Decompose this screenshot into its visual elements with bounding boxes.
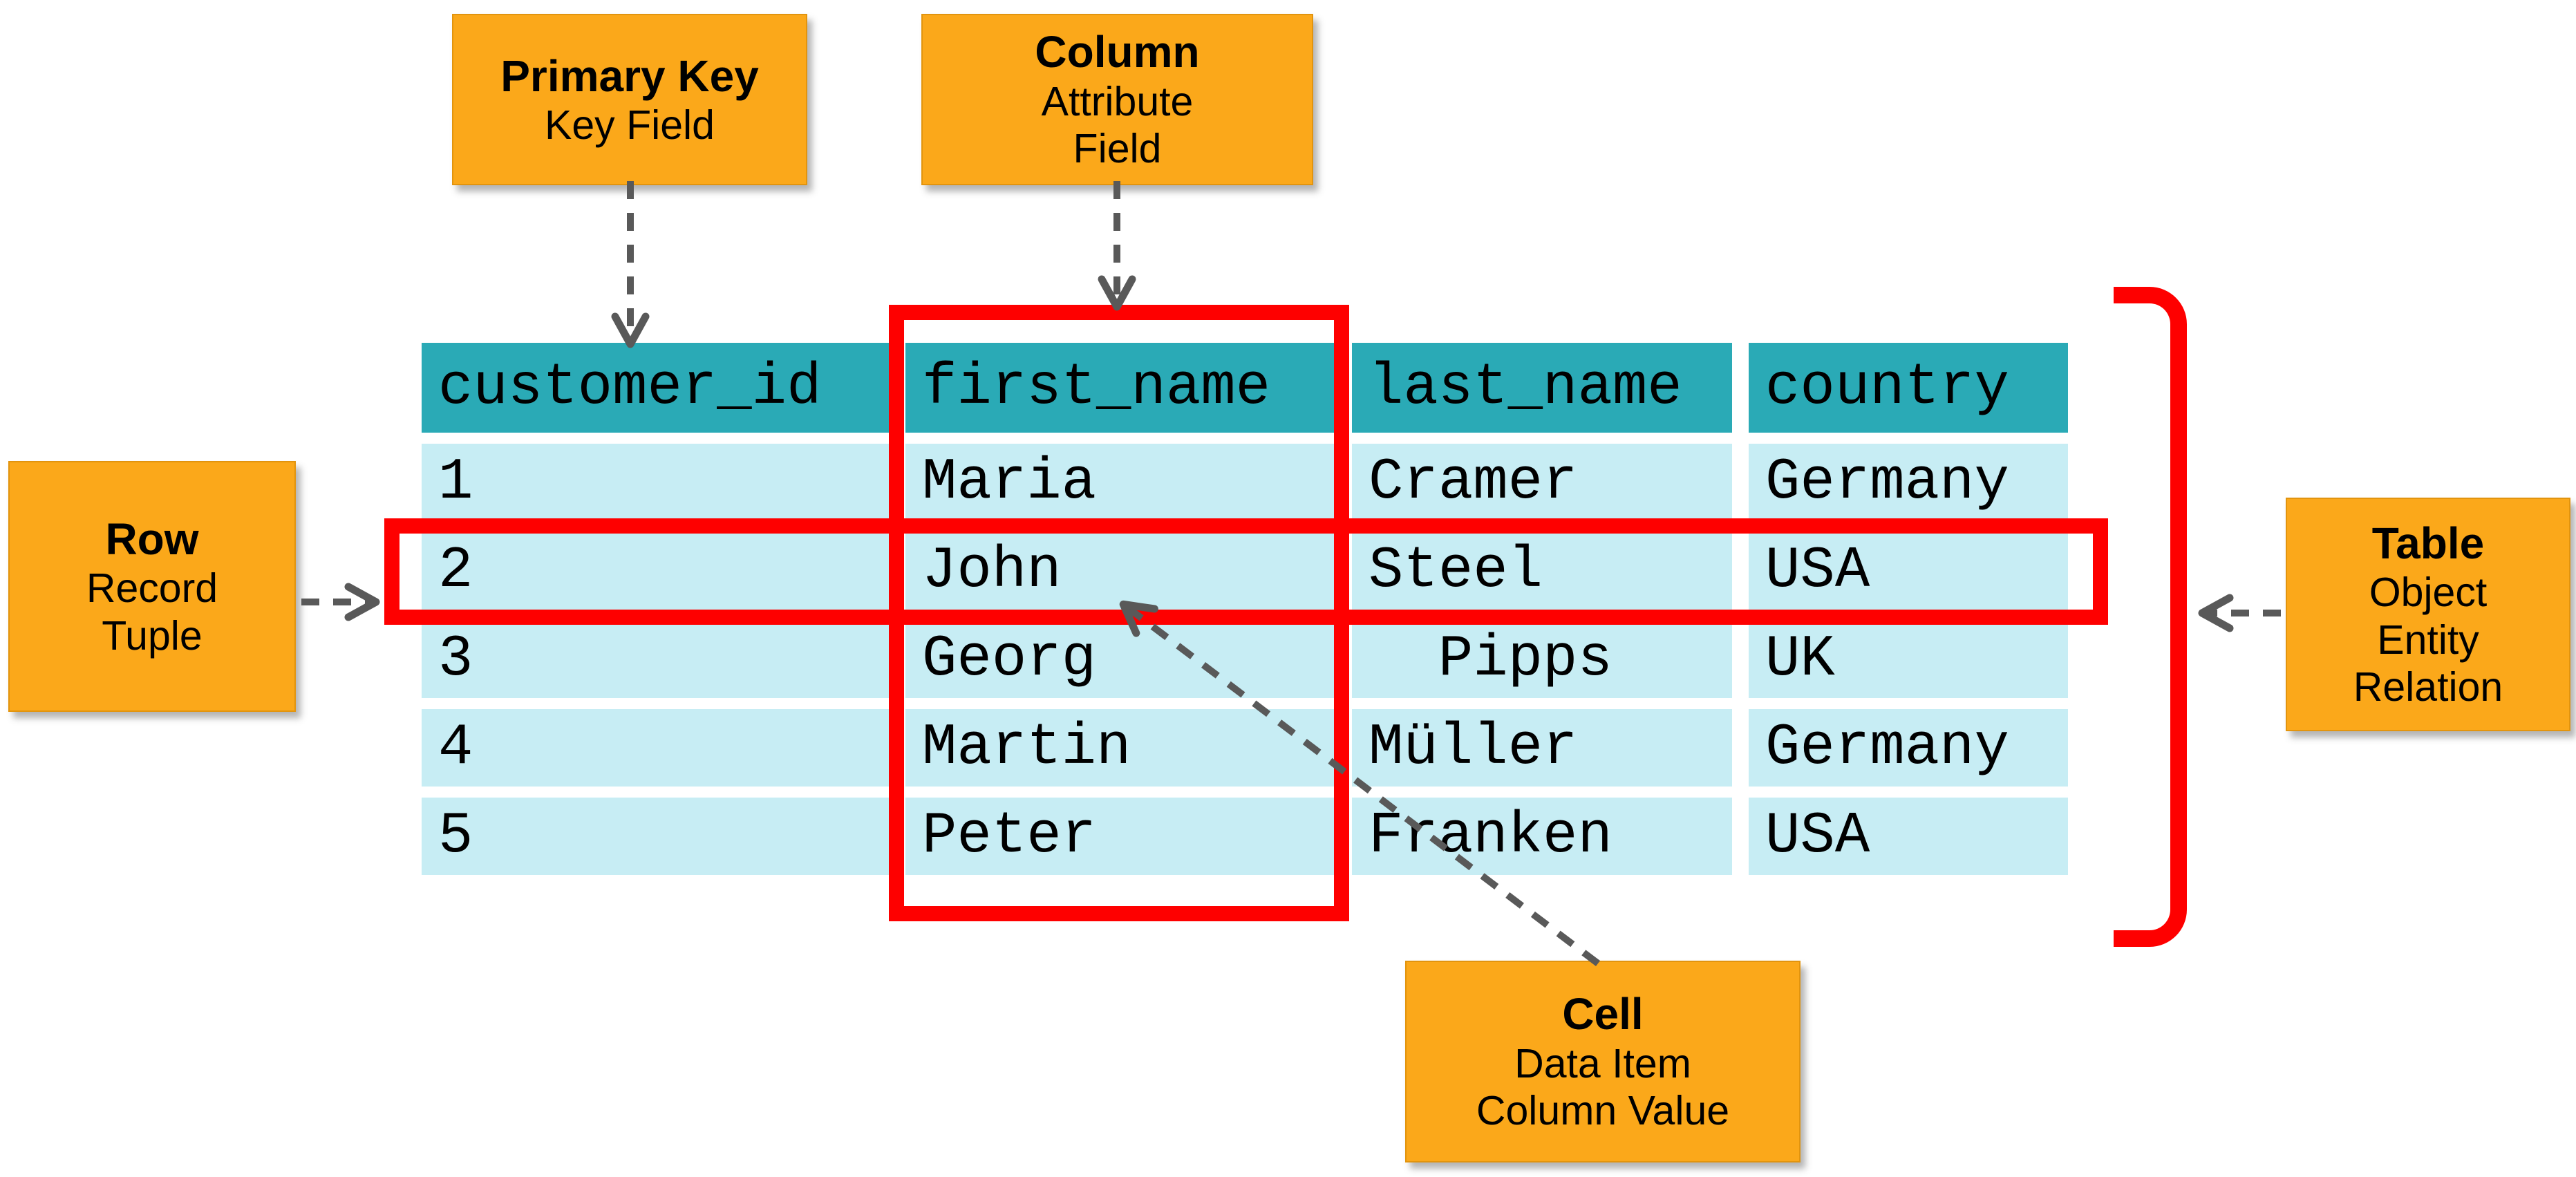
callout-title: Column xyxy=(1035,27,1200,77)
table-cell: Georg xyxy=(905,621,1335,698)
table-cell: Maria xyxy=(905,444,1335,521)
callout-cell: Cell Data Item Column Value xyxy=(1405,961,1801,1162)
table-cell: 4 xyxy=(422,709,889,787)
table-cell: 2 xyxy=(422,532,889,610)
callout-line: Entity xyxy=(2377,616,2479,663)
callout-line: Object xyxy=(2369,569,2488,616)
callout-row: Row Record Tuple xyxy=(8,461,296,712)
table-cell: Peter xyxy=(905,798,1335,875)
table-cell: 1 xyxy=(422,444,889,521)
callout-primary-key: Primary Key Key Field xyxy=(452,14,807,185)
table-cell: Cramer xyxy=(1352,444,1732,521)
callout-line: Record xyxy=(86,565,218,612)
table-cell-highlighted: John xyxy=(905,532,1335,610)
table-cell: USA xyxy=(1749,798,2068,875)
callout-title: Primary Key xyxy=(500,50,759,101)
data-table: customer_id first_name last_name country… xyxy=(422,343,2068,875)
table-cell: USA xyxy=(1749,532,2068,610)
table-cell: 3 xyxy=(422,621,889,698)
callout-line: Tuple xyxy=(102,612,203,659)
callout-line: Attribute xyxy=(1041,78,1194,124)
callout-line: Key Field xyxy=(545,102,715,148)
table-cell: Germany xyxy=(1749,709,2068,787)
callout-table: Table Object Entity Relation xyxy=(2286,498,2570,731)
table-bracket xyxy=(2114,287,2187,947)
callout-title: Row xyxy=(105,514,199,564)
callout-line: Data Item xyxy=(1514,1040,1691,1086)
callout-title: Cell xyxy=(1562,989,1644,1039)
callout-line: Field xyxy=(1073,126,1162,172)
table-cell: 5 xyxy=(422,798,889,875)
column-header-customer-id: customer_id xyxy=(422,343,889,433)
callout-line: Relation xyxy=(2353,664,2503,710)
table-cell: Pipps xyxy=(1352,621,1732,698)
table-cell: UK xyxy=(1749,621,2068,698)
table-cell: Franken xyxy=(1352,798,1732,875)
table-cell: Steel xyxy=(1352,532,1732,610)
table-cell: Germany xyxy=(1749,444,2068,521)
table-cell: Müller xyxy=(1352,709,1732,787)
column-header-last-name: last_name xyxy=(1352,343,1732,433)
callout-line: Column Value xyxy=(1476,1088,1730,1134)
callout-column: Column Attribute Field xyxy=(921,14,1313,185)
callout-title: Table xyxy=(2371,518,2485,569)
column-header-first-name: first_name xyxy=(905,343,1335,433)
column-header-country: country xyxy=(1749,343,2068,433)
table-cell: Martin xyxy=(905,709,1335,787)
